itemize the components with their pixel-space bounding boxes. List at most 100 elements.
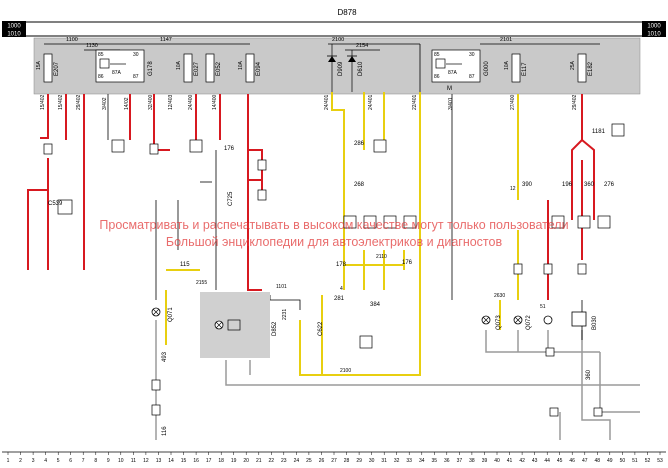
vcode-11: 24/401: [368, 94, 374, 110]
label-1181: 1181: [592, 129, 606, 135]
ruler-tick-label: 26: [319, 458, 325, 464]
top-wire-2100: 2100: [332, 37, 344, 43]
svg-text:86: 86: [434, 74, 440, 80]
lamp-extra: [543, 315, 553, 325]
ruler-tick-label: 5: [57, 458, 60, 464]
vcode-4: 3/402: [102, 97, 108, 110]
ruler-tick-label: 21: [256, 458, 262, 464]
svg-text:10A: 10A: [176, 60, 182, 70]
ruler-tick-label: 4: [44, 458, 47, 464]
vcode-8: 24/400: [188, 94, 194, 110]
label-176b: 176: [402, 260, 413, 266]
ruler-tick-label: 29: [356, 458, 362, 464]
ruler-tick-label: 36: [444, 458, 450, 464]
fuse-e182: 25A E182: [570, 53, 594, 83]
watermark-line1: Просматривать и распечатывать в высоком …: [99, 218, 568, 232]
bus-left: 1000 1010: [2, 21, 26, 38]
label-276: 276: [604, 182, 615, 188]
fuse-e117: 10A E117: [504, 53, 528, 83]
ruler-tick-label: 19: [231, 458, 237, 464]
label-360b: 360: [586, 369, 592, 380]
ruler-tick-label: 7: [82, 458, 85, 464]
top-wire-2154: 2154: [356, 43, 368, 49]
top-wire-1100: 1100: [66, 37, 78, 43]
label-116: 116: [162, 426, 168, 436]
connector-d852: D852: [272, 321, 278, 336]
svg-text:C539: C539: [48, 201, 63, 207]
label-1101: 1101: [276, 284, 287, 290]
ruler-tick-label: 16: [193, 458, 199, 464]
ruler-tick-label: 8: [94, 458, 97, 464]
svg-text:87A: 87A: [448, 70, 458, 76]
svg-text:E182: E182: [588, 61, 594, 76]
ruler-tick-label: 3: [32, 458, 35, 464]
vcode-12: 22/401: [412, 94, 418, 110]
ruler-tick-label: 9: [107, 458, 110, 464]
connector-c622: C622: [318, 321, 324, 336]
bus-1000-label: 1000: [7, 24, 21, 30]
ruler-tick-label: 37: [457, 458, 463, 464]
ruler-tick-label: 50: [620, 458, 626, 464]
ruler-tick-label: 48: [595, 458, 601, 464]
vcode-3: 29/402: [76, 94, 82, 110]
relay-marker: M: [447, 86, 452, 92]
label-268: 268: [354, 182, 365, 188]
top-wire-1147: 1147: [160, 37, 172, 43]
ruler-tick-label: 11: [131, 458, 136, 464]
ruler-tick-label: 32: [394, 458, 400, 464]
ruler-tick-label: 13: [156, 458, 162, 464]
svg-text:E094: E094: [256, 61, 262, 76]
svg-text:30: 30: [469, 52, 475, 58]
device-body: [200, 292, 270, 358]
lamp-q071: Q071: [151, 307, 174, 322]
ruler-tick-label: 15: [181, 458, 187, 464]
yellow-wires: [165, 92, 519, 376]
ruler-tick-label: 30: [369, 458, 375, 464]
label-360: 360: [584, 182, 595, 188]
vcode-10: 24/401: [324, 94, 330, 110]
label-2100: 2100: [340, 368, 351, 374]
ruler-tick-label: 53: [657, 458, 663, 464]
ruler-tick-label: 18: [218, 458, 224, 464]
ruler-tick-label: 6: [69, 458, 72, 464]
ruler-tick-label: 39: [482, 458, 488, 464]
ruler-tick-label: 35: [432, 458, 438, 464]
fuse-e207: 15A E207: [36, 53, 60, 83]
svg-text:85: 85: [434, 52, 440, 58]
label-196: 196: [562, 182, 573, 188]
diode-d610: D610: [347, 50, 364, 92]
label-176: 176: [224, 146, 235, 152]
label-390: 390: [522, 182, 533, 188]
svg-text:Q071: Q071: [168, 307, 174, 322]
svg-text:E027: E027: [194, 61, 200, 76]
vcode-6: 32/400: [148, 94, 154, 110]
svg-text:D909: D909: [338, 61, 344, 76]
ruler-tick-label: 1: [7, 458, 10, 464]
vcode-9: 14/400: [212, 94, 218, 110]
label-493: 493: [162, 351, 168, 362]
ruler-tick-label: 23: [281, 458, 287, 464]
diagram-ref-id: D878: [337, 8, 357, 17]
label-384: 384: [370, 302, 381, 308]
svg-text:86: 86: [98, 74, 104, 80]
ruler-tick-label: 17: [206, 458, 212, 464]
svg-text:87: 87: [133, 74, 139, 80]
svg-text:G000: G000: [484, 61, 490, 76]
fuse-e027: 10A E027: [176, 53, 200, 83]
vcode-7: 12/403: [168, 94, 174, 110]
svg-text:E117: E117: [522, 62, 528, 76]
ruler-tick-label: 44: [544, 458, 550, 464]
svg-text:87A: 87A: [112, 70, 122, 76]
ruler-tick-label: 47: [582, 458, 588, 464]
lamp-q073: Q073: [481, 315, 502, 330]
svg-text:87: 87: [469, 74, 475, 80]
label-2155: 2155: [196, 280, 207, 286]
top-wire-2101: 2101: [500, 37, 512, 43]
ruler-tick-label: 45: [557, 458, 563, 464]
label-281: 281: [334, 296, 345, 302]
svg-text:10A: 10A: [238, 60, 244, 70]
vcode-2: 15/402: [58, 94, 64, 110]
diode-d909: D909: [327, 44, 344, 92]
